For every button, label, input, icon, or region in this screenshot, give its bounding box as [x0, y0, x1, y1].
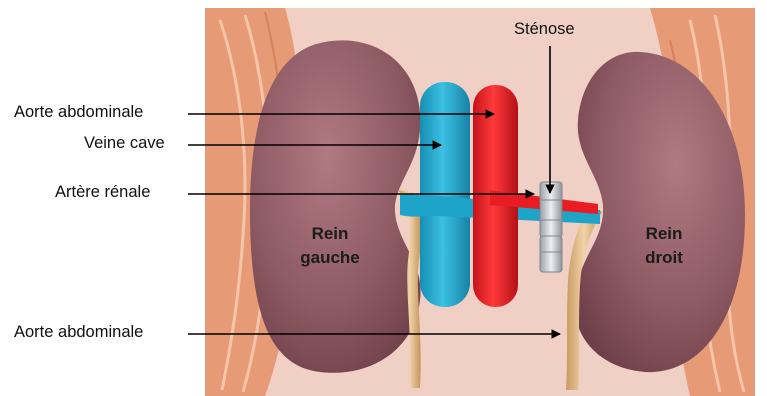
label-renal-artery: Artère rénale [55, 183, 150, 202]
left-kidney-label-line2: gauche [300, 246, 360, 270]
label-stenosis: Sténose [514, 20, 575, 39]
label-abdominal-aorta-bottom: Aorte abdominale [14, 323, 143, 342]
right-kidney-label-line1: Rein [634, 222, 694, 246]
right-kidney-label-line2: droit [634, 246, 694, 270]
label-vena-cava: Veine cave [84, 134, 165, 153]
left-kidney-label-line1: Rein [300, 222, 360, 246]
label-abdominal-aorta-top: Aorte abdominale [14, 103, 143, 122]
right-kidney-label: Rein droit [634, 222, 694, 270]
stenosis-stent [540, 182, 562, 272]
left-kidney-label: Rein gauche [300, 222, 360, 270]
